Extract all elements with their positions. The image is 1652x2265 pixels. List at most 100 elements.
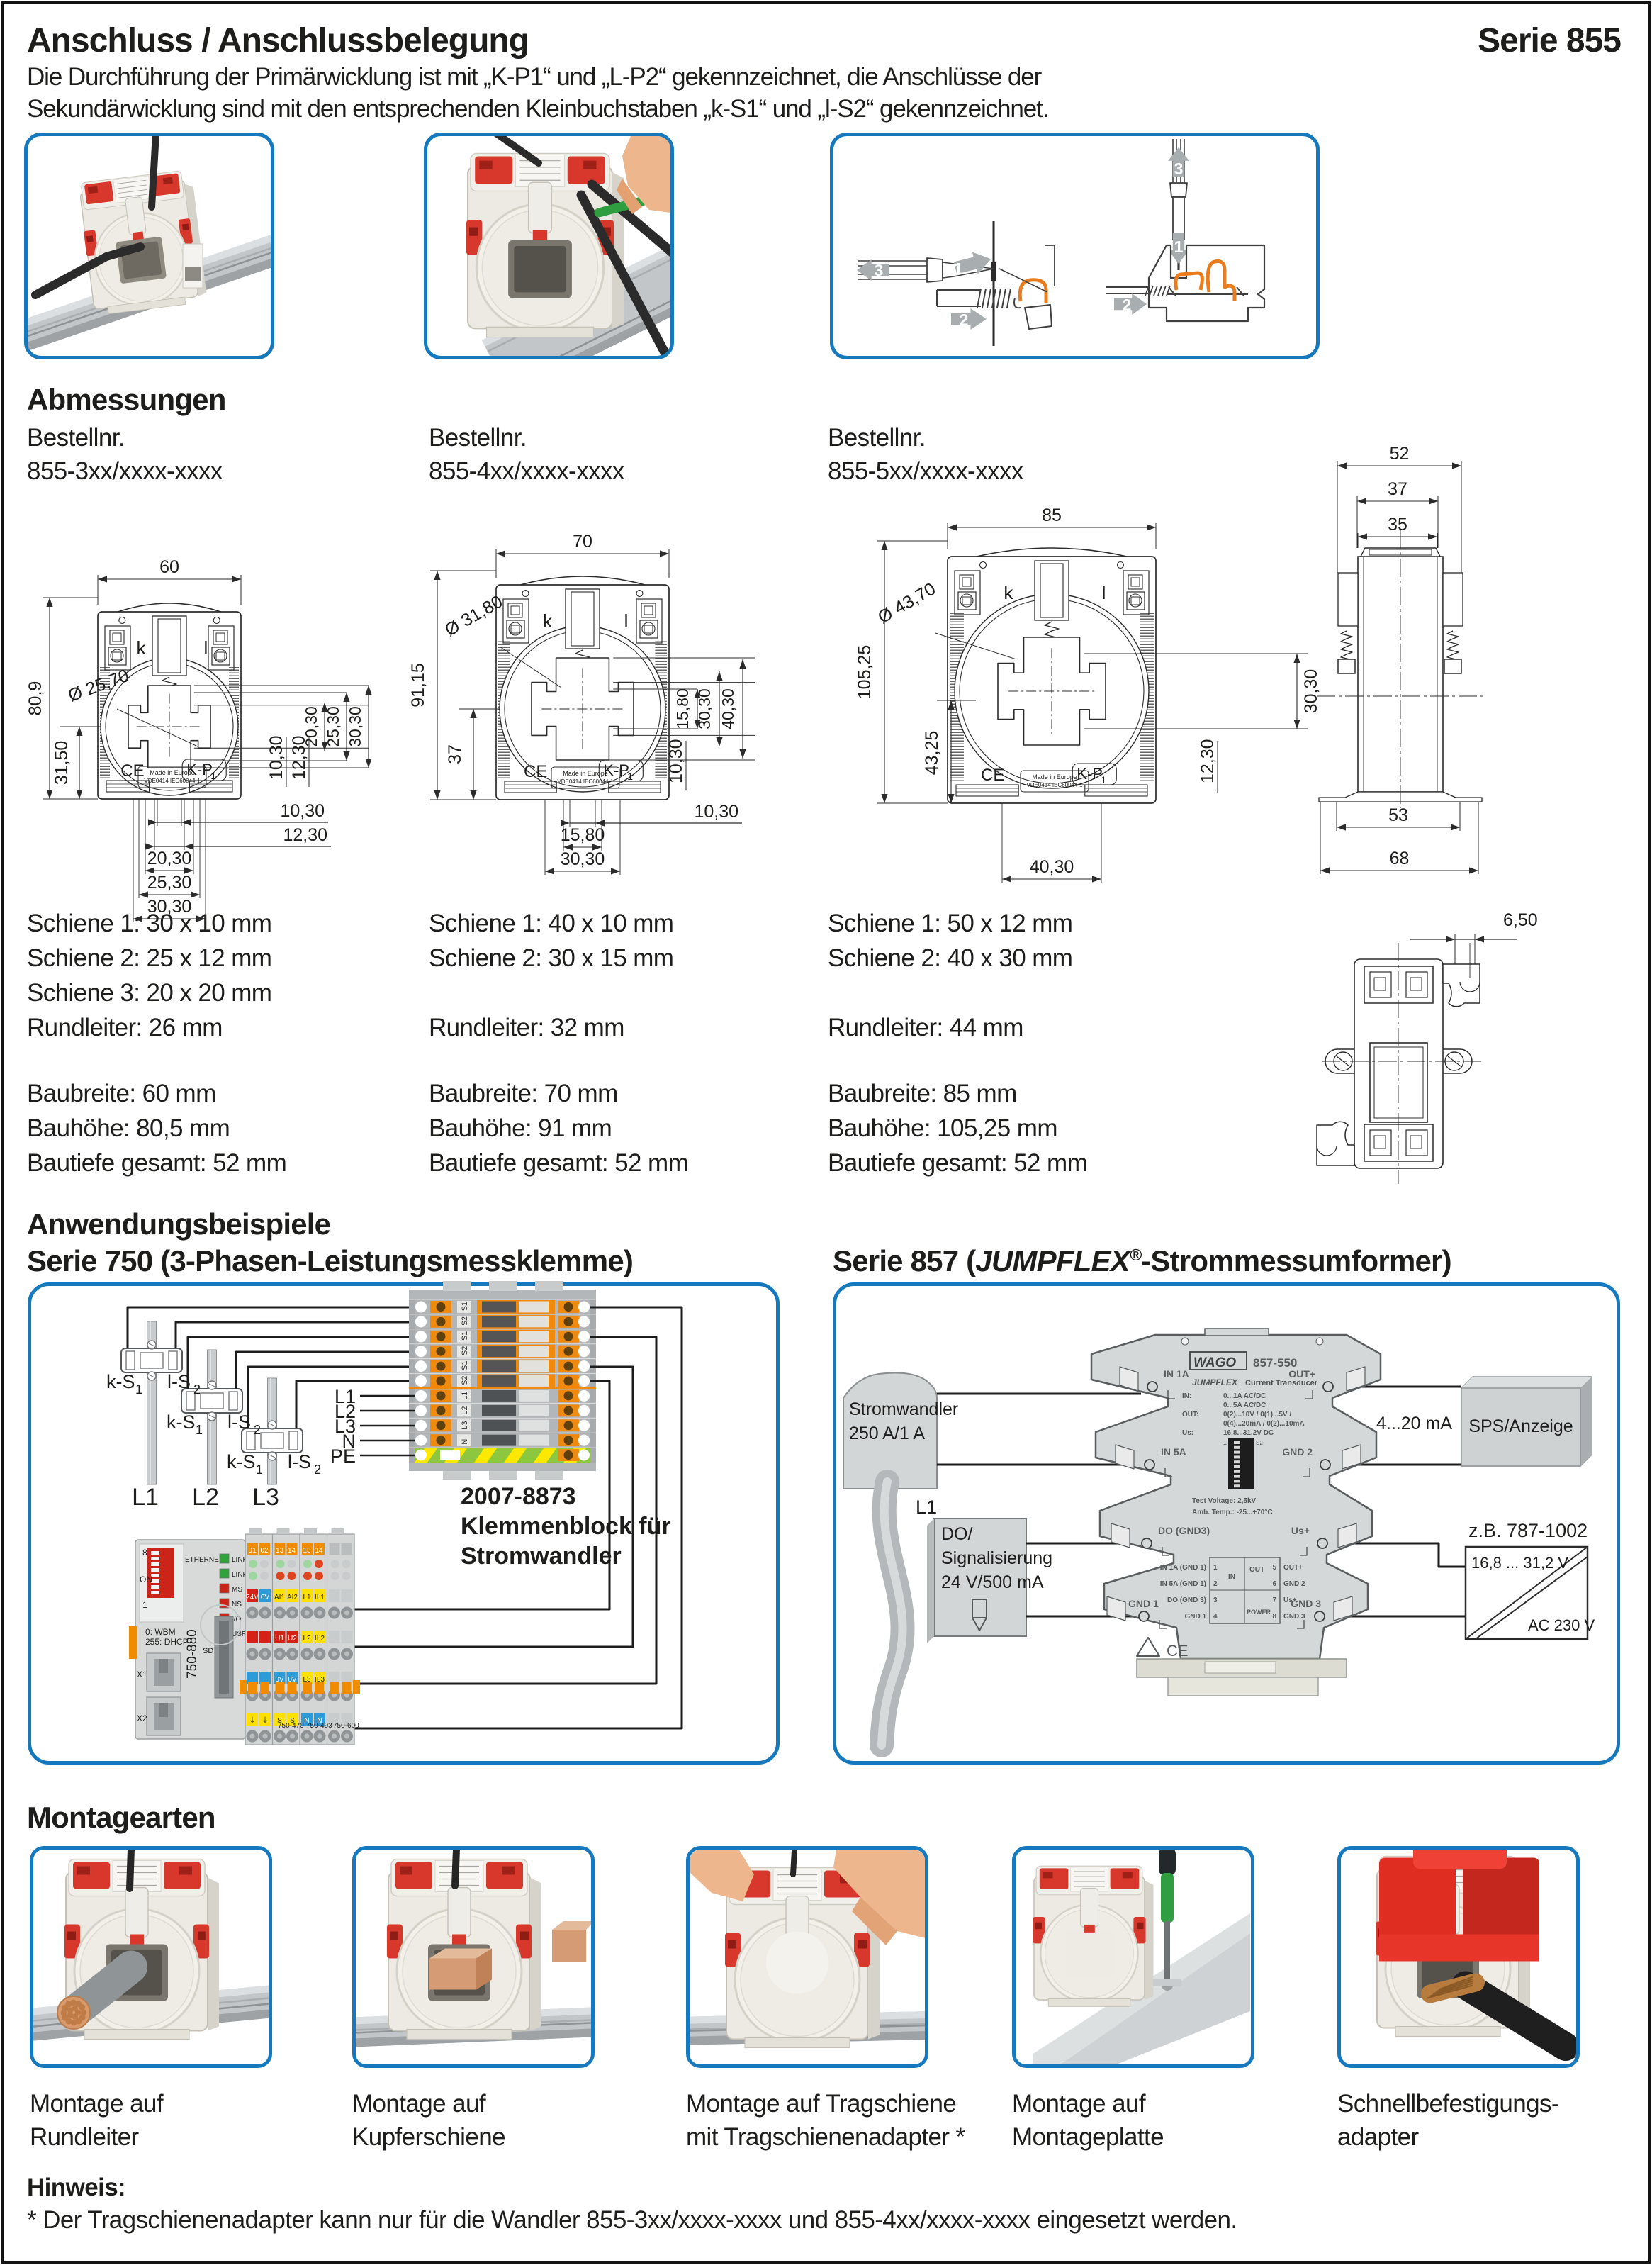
svg-text:POWER: POWER [1247,1609,1271,1616]
svg-text:1: 1 [256,1463,263,1477]
svg-text:NS: NS [232,1601,242,1609]
svg-text:6,50: 6,50 [1503,910,1538,930]
svg-text:0V: 0V [261,1594,270,1601]
svg-text:USR: USR [232,1631,247,1638]
svg-text:S1: S1 [461,1302,469,1311]
svg-text:1: 1 [1213,1564,1218,1572]
svg-text:AI1: AI1 [274,1594,285,1601]
svg-text:91,15: 91,15 [408,663,428,708]
svg-text:12,30: 12,30 [1198,739,1218,783]
svg-text:0: WBM: 0: WBM [145,1627,176,1637]
svg-text:JUMPFLEX: JUMPFLEX [1192,1377,1238,1387]
svg-text:OUT: OUT [1249,1566,1264,1574]
svg-text:0V: 0V [288,1676,297,1684]
svg-text:VDE0414 IEC60044-1: VDE0414 IEC60044-1 [557,778,614,785]
svg-text:⏚: ⏚ [249,1716,256,1725]
svg-text:0V: 0V [275,1676,284,1684]
svg-text:2: 2 [314,1463,321,1477]
svg-text:−: − [263,1676,267,1684]
svg-text:37: 37 [1388,479,1407,499]
svg-text:40,30: 40,30 [719,688,737,729]
svg-text:CE: CE [1167,1642,1189,1660]
svg-text:L1: L1 [916,1497,937,1518]
svg-text:−: − [250,1676,254,1684]
svg-text:16,8 ... 31,2 V: 16,8 ... 31,2 V [1471,1554,1568,1572]
svg-text:z.B. 787-1002: z.B. 787-1002 [1468,1520,1588,1541]
svg-text:750-880: 750-880 [185,1629,200,1679]
svg-text:Stromwandler: Stromwandler [849,1399,958,1419]
svg-text:S1: S1 [461,1331,469,1341]
svg-text:VDE0414 IEC60044-1: VDE0414 IEC60044-1 [144,778,201,784]
svg-text:L3: L3 [252,1484,279,1511]
svg-text:⏚: ⏚ [262,1716,269,1725]
svg-text:N: N [342,1431,356,1452]
svg-text:6: 6 [1272,1580,1276,1588]
svg-text:Stromwandler: Stromwandler [461,1543,622,1570]
svg-text:250 A/1 A: 250 A/1 A [849,1424,925,1443]
svg-text:750-493: 750-493 [306,1722,332,1730]
svg-text:10,30: 10,30 [266,735,286,780]
svg-text:68: 68 [1390,849,1410,868]
svg-text:37: 37 [445,744,465,764]
svg-text:X2: X2 [137,1713,147,1723]
svg-text:DO (GND3): DO (GND3) [1158,1525,1210,1536]
svg-text:Us:: Us: [1182,1429,1193,1437]
svg-text:K-P: K-P [186,761,213,778]
svg-text:GND 2: GND 2 [1283,1580,1305,1588]
svg-text:0(4)...20mA / 0(2)...10mA: 0(4)...20mA / 0(2)...10mA [1223,1420,1305,1428]
svg-text:L3: L3 [461,1421,469,1429]
svg-text:80,9: 80,9 [26,681,45,716]
svg-text:2: 2 [1213,1580,1218,1588]
svg-text:Us+: Us+ [1291,1525,1310,1536]
svg-text:S2: S2 [461,1346,469,1355]
svg-text:857-550: 857-550 [1253,1356,1297,1370]
svg-text:k-S: k-S [106,1371,135,1392]
svg-text:16,8...31,2V DC: 16,8...31,2V DC [1223,1429,1274,1437]
svg-text:S: S [277,1717,282,1725]
svg-text:1: 1 [1101,774,1106,785]
svg-text:2: 2 [1123,296,1132,314]
svg-text:12,30: 12,30 [289,735,309,780]
svg-text:1: 1 [627,771,633,782]
svg-text:40,30: 40,30 [1030,857,1074,877]
svg-text:IL3: IL3 [315,1676,325,1684]
svg-text:IN: IN [1228,1573,1235,1581]
svg-text:K-P: K-P [603,761,629,779]
svg-text:2: 2 [960,311,969,329]
svg-text:Test Voltage: 2,5kV: Test Voltage: 2,5kV [1192,1497,1257,1505]
svg-text:CE: CE [981,766,1004,785]
svg-text:CE: CE [524,762,547,781]
svg-text:CE: CE [120,761,144,781]
svg-text:43,25: 43,25 [922,731,942,776]
svg-text:DO (GND 3): DO (GND 3) [1167,1596,1206,1604]
svg-text:DO/: DO/ [941,1524,973,1544]
svg-text:10,30: 10,30 [666,739,686,783]
svg-text:1: 1 [196,1423,203,1437]
svg-text:U2: U2 [288,1635,297,1643]
svg-text:IL1: IL1 [315,1594,325,1601]
svg-text:8: 8 [1272,1613,1276,1621]
svg-text:N: N [317,1717,322,1725]
svg-text:24V: 24V [246,1594,259,1601]
svg-text:14: 14 [288,1547,296,1555]
svg-text:70: 70 [573,532,592,552]
svg-text:0...5A AC/DC: 0...5A AC/DC [1223,1402,1266,1409]
svg-text:12,30: 12,30 [283,825,327,845]
svg-text:10,30: 10,30 [280,801,325,821]
svg-text:VDE0414 IEC60044-1: VDE0414 IEC60044-1 [1026,782,1083,788]
svg-text:31,50: 31,50 [52,741,72,785]
svg-text:U1: U1 [275,1635,284,1643]
svg-text:52: 52 [1390,444,1410,464]
svg-text:l: l [1102,582,1106,603]
svg-text:Signalisierung: Signalisierung [941,1548,1052,1568]
svg-text:10,30: 10,30 [694,802,738,822]
svg-text:L2: L2 [303,1635,311,1643]
svg-text:35: 35 [1388,515,1407,535]
svg-text:14: 14 [315,1547,323,1555]
svg-text:02: 02 [260,1547,269,1555]
svg-text:Made in Europe: Made in Europe [563,770,608,777]
svg-text:l: l [624,610,629,632]
svg-text:l: l [204,637,208,659]
svg-text:105,25: 105,25 [855,645,875,699]
svg-text:1: 1 [210,770,216,781]
